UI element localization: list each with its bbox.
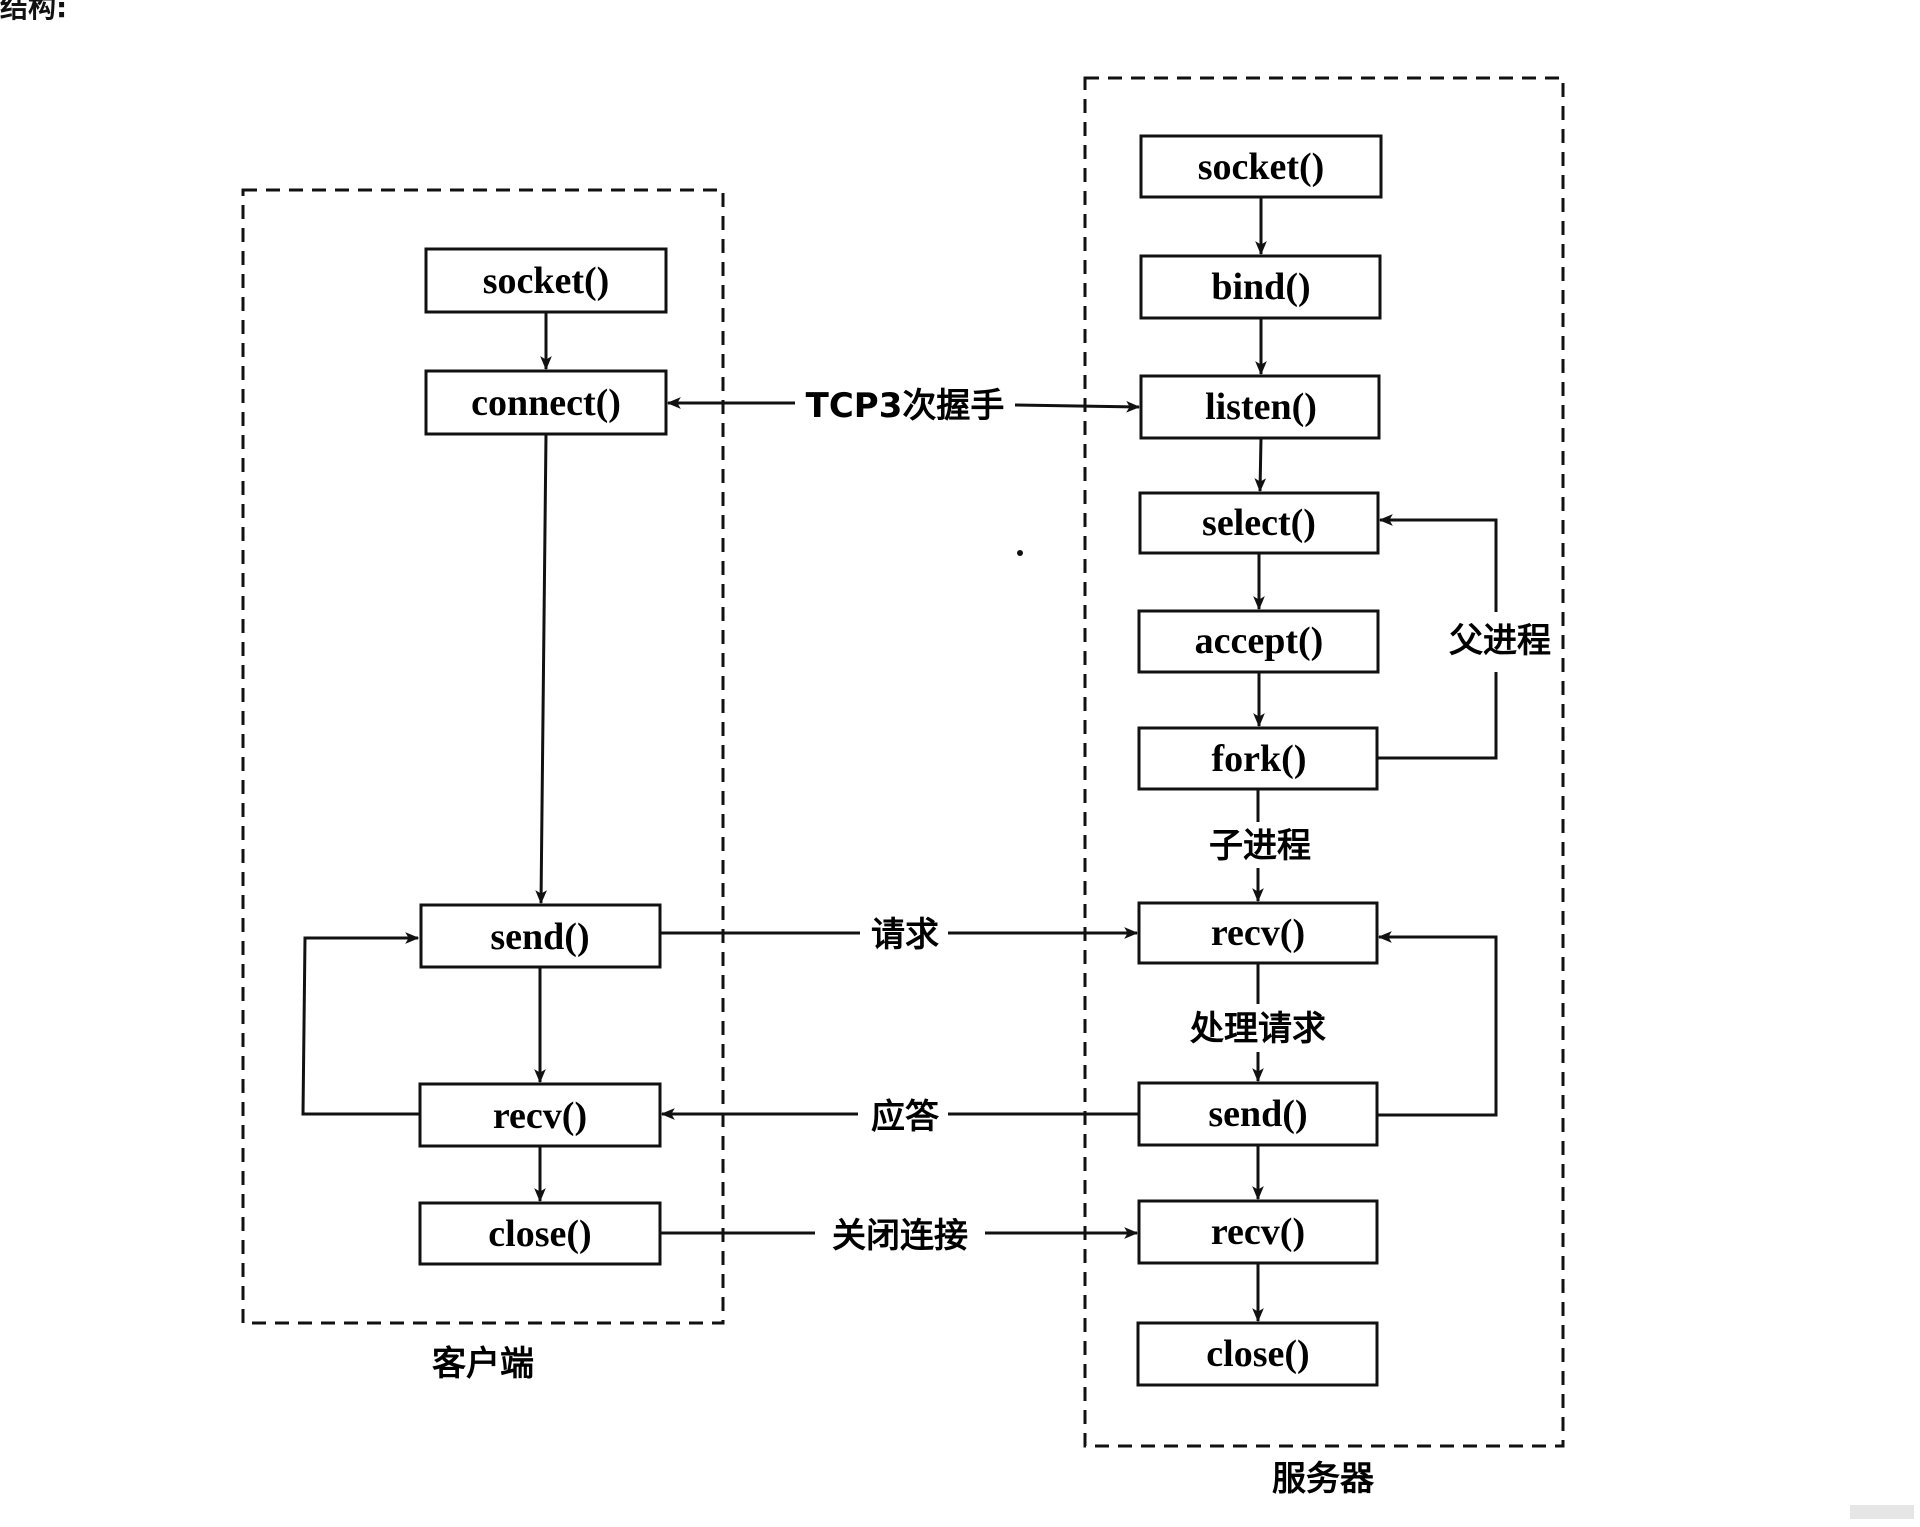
label-handle-request: 处理请求: [1189, 1009, 1326, 1049]
arrow-s-parent-loop-upper: [1378, 514, 1498, 612]
stray-dot: [1017, 550, 1023, 556]
label-child-process: 子进程: [1209, 826, 1311, 866]
node-label: close(): [1206, 1333, 1309, 1375]
arrow-c-connect-to-send: [535, 433, 548, 905]
node-label: bind(): [1211, 266, 1310, 308]
client-node-recv: recv(): [418, 1082, 662, 1148]
server-node-select: select(): [1138, 491, 1380, 555]
server-node-send: send(): [1137, 1081, 1379, 1147]
server-group-label: 服务器: [1272, 1459, 1375, 1499]
node-label: fork(): [1212, 738, 1307, 780]
client-node-socket: socket(): [424, 247, 668, 314]
server-node-bind: bind(): [1139, 254, 1382, 320]
label-response: 应答: [871, 1097, 940, 1137]
arrow-c-recv-loop-to-send: [301, 932, 420, 1116]
label-close-connection: 关闭连接: [832, 1216, 968, 1256]
label-tcp-handshake: TCP3次握手: [806, 386, 1005, 426]
server-node-fork: fork(): [1137, 726, 1379, 791]
label-parent-process: 父进程: [1449, 621, 1551, 661]
arrow-s-listen-to-select: [1254, 437, 1267, 493]
arrow-s-send-loop-to-recv: [1377, 931, 1498, 1117]
client-group-label: 客户端: [432, 1344, 534, 1384]
client-group-frame: [241, 188, 725, 1325]
server-node-listen: listen(): [1139, 374, 1381, 440]
server-node-recv-request: recv(): [1137, 901, 1379, 965]
node-label: connect(): [471, 382, 621, 424]
node-label: socket(): [483, 260, 610, 302]
node-label: recv(): [1211, 912, 1305, 954]
node-label: send(): [1208, 1093, 1307, 1135]
server-node-close: close(): [1136, 1321, 1379, 1387]
arrow-s-parent-loop-lower: [1377, 672, 1498, 760]
server-group-frame: [1083, 76, 1565, 1448]
arrow-tcp-handshake-right: [1014, 400, 1141, 413]
corner-watermark: [1850, 1505, 1914, 1519]
label-request: 请求: [871, 915, 939, 955]
node-label: recv(): [493, 1095, 587, 1137]
node-label: send(): [490, 916, 589, 958]
top-text-fragment: 结构:: [0, 0, 68, 24]
client-node-close: close(): [418, 1201, 662, 1266]
server-node-recv-close: recv(): [1137, 1199, 1379, 1265]
server-node-accept: accept(): [1137, 609, 1380, 674]
node-label: recv(): [1211, 1211, 1305, 1253]
client-node-send: send(): [419, 903, 662, 969]
node-label: listen(): [1205, 386, 1317, 428]
server-node-socket: socket(): [1139, 134, 1383, 199]
node-label: accept(): [1195, 620, 1324, 662]
client-node-connect: connect(): [424, 369, 668, 436]
node-label: select(): [1202, 502, 1316, 544]
node-label: close(): [488, 1213, 591, 1255]
node-label: socket(): [1198, 146, 1325, 188]
